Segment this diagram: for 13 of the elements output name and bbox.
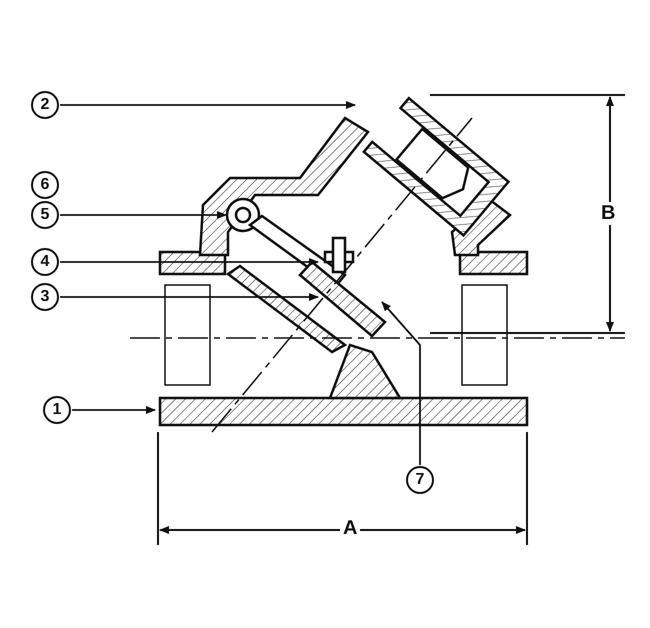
callout-number: 4 bbox=[31, 248, 59, 276]
leader-line bbox=[60, 293, 319, 301]
leader-line bbox=[60, 211, 227, 219]
callout-number: 7 bbox=[406, 466, 434, 494]
leader-line bbox=[72, 406, 156, 414]
leader-line bbox=[381, 301, 421, 465]
leader-line bbox=[60, 101, 356, 109]
callout-number: 3 bbox=[31, 283, 59, 311]
callout-number: 5 bbox=[31, 201, 59, 229]
callout-number: 1 bbox=[43, 396, 71, 424]
callout-number: 2 bbox=[31, 91, 59, 119]
leader-line bbox=[60, 258, 319, 266]
callout-number: 6 bbox=[31, 171, 59, 199]
